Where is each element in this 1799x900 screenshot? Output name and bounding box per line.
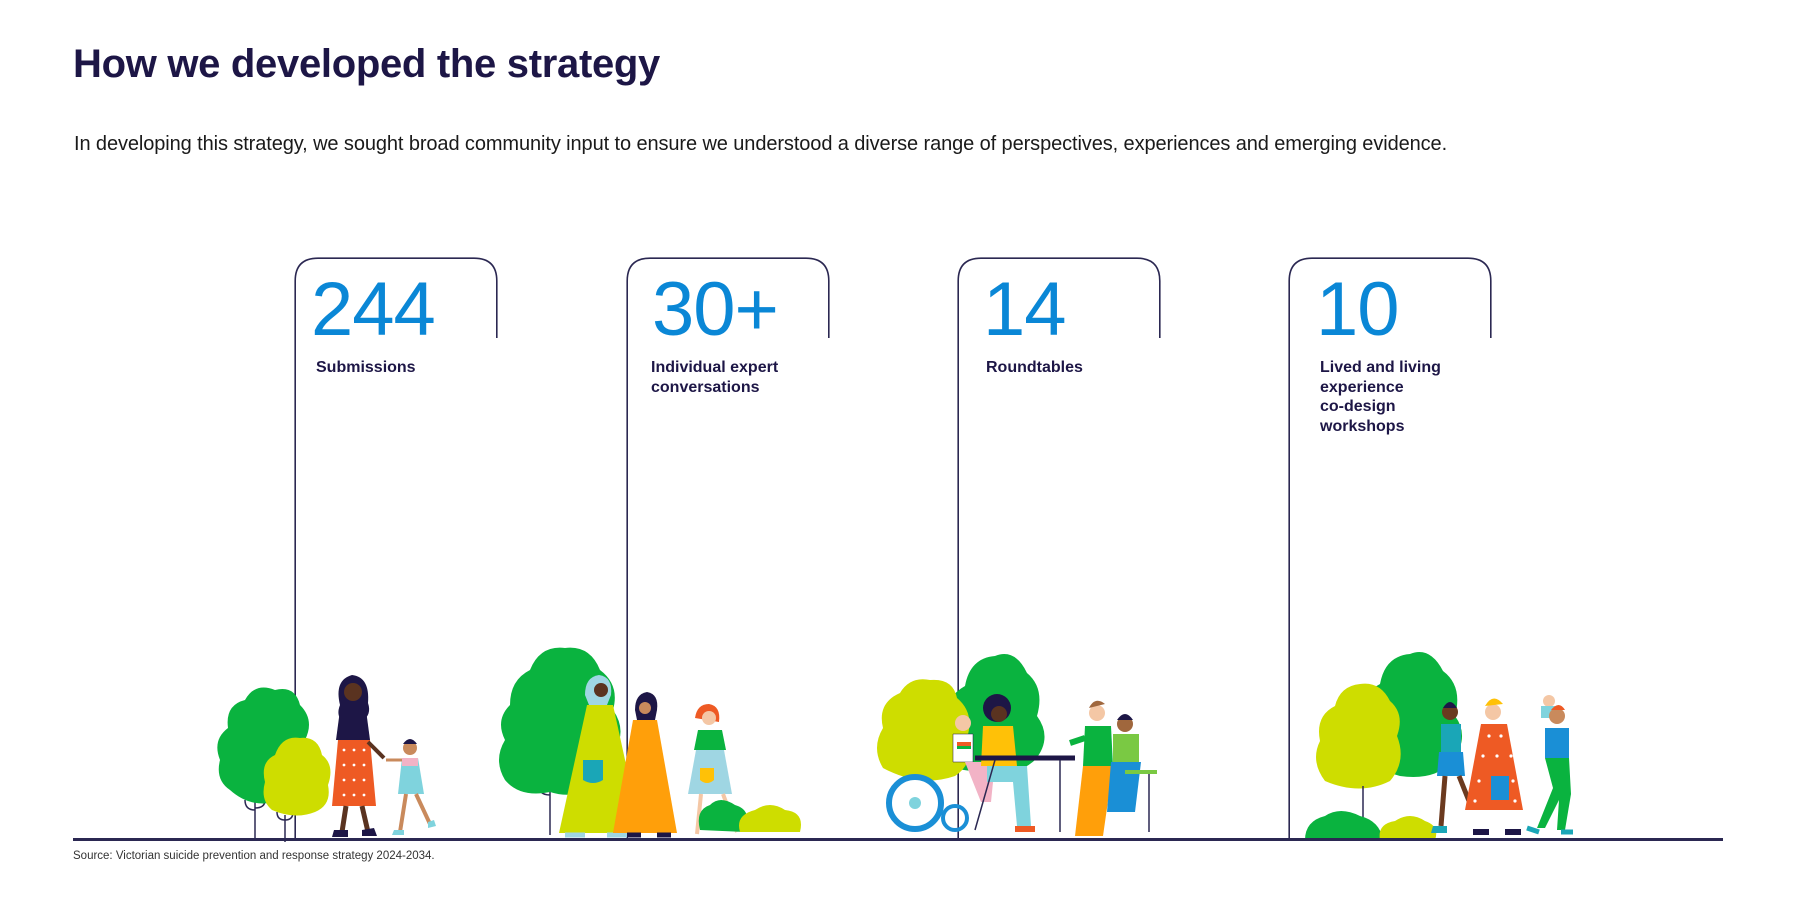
table-icon: [974, 755, 1075, 832]
stat-card-submissions: [294, 257, 498, 840]
illustration-woman-and-child-walking: [217, 675, 436, 842]
card-frame: [626, 257, 830, 840]
stat-number: 14: [983, 267, 1067, 352]
stat-number: 10: [1316, 267, 1400, 352]
woman-figure-icon: [332, 675, 386, 837]
tree-icon: [1305, 652, 1463, 840]
woman-abaya-figure-icon: [613, 692, 677, 838]
stat-label-line: experience: [1320, 378, 1404, 396]
stat-number: 30+: [652, 267, 779, 352]
stat-label: Lived and living experience co-design wo…: [1320, 358, 1441, 436]
page-title: How we developed the strategy: [73, 42, 661, 86]
bush-icon: [263, 737, 331, 842]
stat-label-line: conversations: [651, 378, 760, 396]
stat-label: Individual expert conversations: [651, 358, 778, 397]
ground-line: [73, 838, 1723, 841]
stat-label: Submissions: [316, 358, 416, 378]
stat-card-codesign-workshops: [1288, 257, 1492, 840]
person-green-shirt-figure-icon: [1069, 700, 1113, 836]
bush-icon: [698, 800, 801, 832]
stat-card-expert-conversations: [626, 257, 830, 840]
card-frame: [294, 257, 498, 840]
intro-text: In developing this strategy, we sought b…: [74, 133, 1448, 155]
stat-card-roundtables: [957, 257, 1161, 840]
stat-label-line: Roundtables: [986, 359, 1083, 376]
woman-polka-dress-figure-icon: [1465, 698, 1523, 835]
stat-number: 244: [311, 267, 436, 352]
child-figure-icon: [386, 739, 436, 835]
stat-label-line: co-design: [1320, 398, 1396, 415]
woman-skirt-figure-icon: [688, 704, 739, 835]
card-frame: [957, 257, 1161, 840]
stat-label-line: workshops: [1320, 417, 1405, 435]
child-green-shirt-figure-icon: [1107, 714, 1157, 832]
card-frame: [1288, 257, 1492, 840]
man-walking-figure-icon: [1431, 702, 1474, 833]
stat-label-line: Lived and living: [1320, 359, 1441, 376]
stat-label: Roundtables: [986, 358, 1083, 378]
illustration-three-women-walking: [499, 647, 801, 838]
parent-with-child-on-shoulders-figure-icon: [1526, 695, 1573, 835]
source-note: Source: Victorian suicide prevention and…: [73, 850, 435, 862]
illustration-group-at-table: [877, 654, 1157, 836]
stat-label-line: Individual expert: [651, 359, 779, 376]
stat-label-line: Submissions: [316, 359, 416, 376]
illustration-family-walking: [1305, 652, 1573, 840]
